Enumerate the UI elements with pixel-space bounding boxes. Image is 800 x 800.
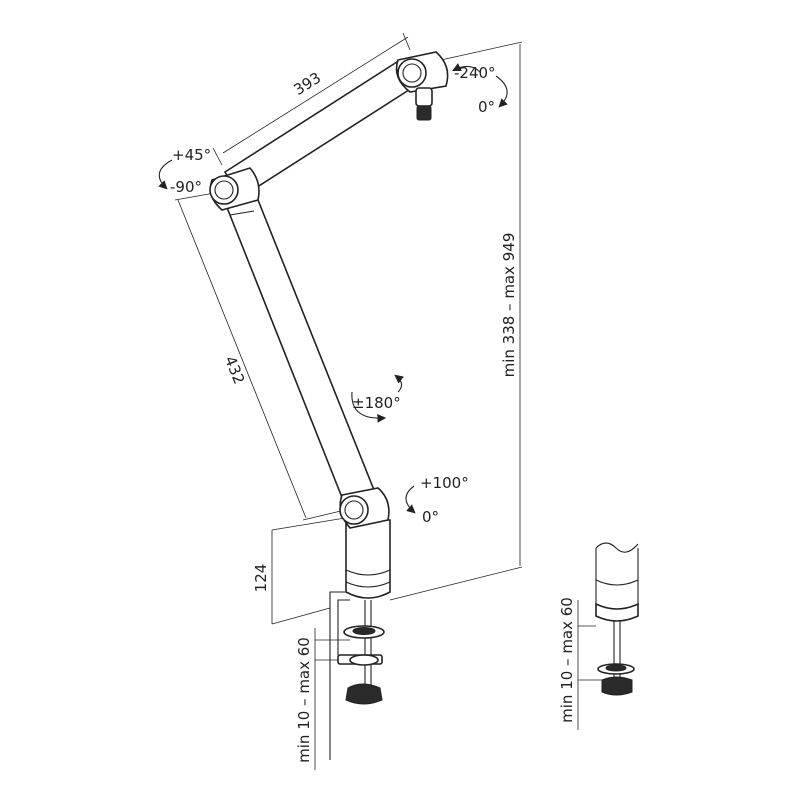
overall-height-dimension: min 338 – max 949 <box>389 41 523 601</box>
elbow-joint <box>209 167 260 211</box>
lower-arm-length-label: 432 <box>221 353 248 386</box>
base-rotation: +100° 0° <box>405 474 469 526</box>
desk-clamp-bracket <box>329 591 383 760</box>
tip-rotation-down-label: 0° <box>478 98 495 116</box>
lower-arm <box>224 199 380 506</box>
base-joint <box>339 487 390 529</box>
elbow-rotation-up-label: +45° <box>172 146 211 164</box>
clamp-detail-view <box>595 542 639 696</box>
base-rotation-up-label: +100° <box>420 474 469 492</box>
arm-swivel-label: ±180° <box>352 394 401 412</box>
base-rotation-down-label: 0° <box>422 508 439 526</box>
elbow-rotation-down-label: -90° <box>170 178 202 196</box>
base-post <box>345 519 391 599</box>
clamp-range-label-main: min 10 – max 60 <box>295 637 313 763</box>
post-height-dimension: 124 <box>252 517 346 625</box>
tip-joint <box>395 51 449 121</box>
arm-swivel-rotation: ±180° <box>351 374 404 423</box>
clamp-screw <box>343 600 385 705</box>
overall-height-label: min 338 – max 949 <box>500 233 518 378</box>
clamp-range-dimension-detail: min 10 – max 60 <box>558 597 602 730</box>
clamp-range-label-detail: min 10 – max 60 <box>558 597 576 723</box>
upper-arm-length-label: 393 <box>290 69 324 99</box>
clamp-range-dimension-main: min 10 – max 60 <box>295 628 350 770</box>
elbow-rotation: +45° -90° <box>158 146 211 196</box>
post-height-label: 124 <box>252 564 270 593</box>
tip-rotation: -240° 0° <box>452 63 508 116</box>
tip-rotation-up-label: -240° <box>454 64 496 82</box>
